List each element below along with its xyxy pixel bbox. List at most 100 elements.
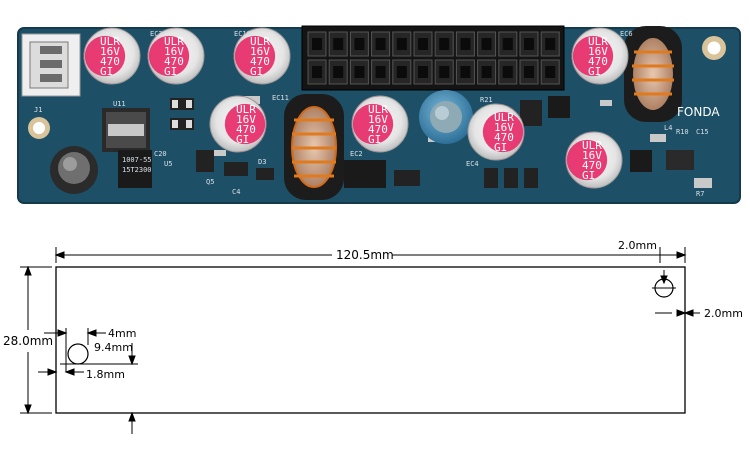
smd-components: C4 D3 Q5 R21 R10 C15 R7 xyxy=(170,96,712,198)
inductor-left xyxy=(284,94,344,200)
dim-hole-left: 1.8mm xyxy=(86,368,125,381)
capacitor-marking: GI xyxy=(100,65,113,78)
atx-pin-socket xyxy=(333,38,344,50)
board-outline xyxy=(55,266,686,414)
atx-pin-socket xyxy=(312,38,322,50)
label-ec3: EC3 xyxy=(150,30,163,38)
brand-text: FONDA xyxy=(677,105,720,119)
mounting-hole-right xyxy=(702,36,726,60)
left-hole xyxy=(67,343,89,365)
capacitor-marking: ULR xyxy=(250,35,270,48)
capacitor-marking: 16V xyxy=(582,149,602,162)
label-ec4: EC4 xyxy=(466,160,479,168)
label-r7: R7 xyxy=(696,190,704,198)
dim-hole-x: 4mm xyxy=(108,327,136,340)
dim-height: 28.0mm xyxy=(3,334,53,348)
dimension-drawing xyxy=(20,247,700,434)
label-r21: R21 xyxy=(480,96,493,104)
capacitor-marking: 470 xyxy=(164,55,184,68)
capacitor-marking: 16V xyxy=(100,45,120,58)
capacitor-marking: ULR xyxy=(588,35,608,48)
atx-pin-socket xyxy=(502,66,513,78)
dim-right-edge-side: 2.0mm xyxy=(704,307,743,320)
capacitor-marking: GI xyxy=(250,65,263,78)
atx-pin-socket xyxy=(375,38,386,50)
capacitor-marking: 470 xyxy=(368,123,388,136)
atx-pin-socket xyxy=(439,38,450,50)
capacitor-marking: GI xyxy=(368,133,381,146)
label-d3: D3 xyxy=(258,158,266,166)
label-ec11: EC11 xyxy=(272,94,289,102)
capacitor-marking: GI xyxy=(588,65,601,78)
capacitor-marking: GI xyxy=(164,65,177,78)
mounting-hole-left xyxy=(28,117,50,139)
label-r10: R10 xyxy=(676,128,689,136)
capacitor-marking: GI xyxy=(494,141,507,154)
label-c15: C15 xyxy=(696,128,709,136)
capacitor-marking: GI xyxy=(236,133,249,146)
dim-hole-y: 9.4mm xyxy=(94,341,133,354)
atx-pin-socket xyxy=(333,66,344,78)
label-ec1: EC1 xyxy=(100,30,113,38)
capacitor-marking: GI xyxy=(582,169,595,182)
atx-pin-socket xyxy=(524,66,534,78)
capacitor-marking: 16V xyxy=(494,121,514,134)
atx-pin-socket xyxy=(354,66,365,78)
blue-capacitor xyxy=(419,90,473,144)
atx-pin-socket xyxy=(481,66,492,78)
atx-pin-socket xyxy=(439,66,450,78)
capacitor-marking: ULR xyxy=(494,111,514,124)
atx-pin-socket xyxy=(396,66,407,78)
label-ec10: EC10 xyxy=(234,30,251,38)
label-q5: Q5 xyxy=(206,178,214,186)
atx-pin-socket xyxy=(354,38,365,50)
inductor-right: L4 xyxy=(624,26,682,132)
regulator-u11: U11 1007-55 15T2300 C20 U5 xyxy=(102,100,172,188)
pcb-board: J1 U11 1007-55 15T2300 C20 U5 xyxy=(17,25,741,204)
capacitor-marking: ULR xyxy=(582,139,602,152)
chip-u11-text-a: 1007-55 xyxy=(122,156,152,164)
label-l4: L4 xyxy=(664,124,672,132)
capacitor-marking: 470 xyxy=(236,123,256,136)
label-c20: C20 xyxy=(154,150,167,158)
atx-pin-socket xyxy=(460,38,471,50)
atx-pin-socket xyxy=(524,38,534,50)
atx-24pin-connector xyxy=(301,25,565,91)
atx-pin-socket xyxy=(418,66,428,78)
capacitor-marking: 470 xyxy=(494,131,514,144)
capacitor-marking: ULR xyxy=(236,103,256,116)
capacitor-marking: 470 xyxy=(250,55,270,68)
black-cylinder-part xyxy=(50,146,98,194)
capacitor-marking: 470 xyxy=(100,55,120,68)
capacitor-marking: ULR xyxy=(100,35,120,48)
capacitor-marking: 470 xyxy=(588,55,608,68)
atx-pin-socket xyxy=(312,66,322,78)
atx-pin-socket xyxy=(375,66,386,78)
capacitor-marking: 470 xyxy=(582,159,602,172)
atx-pin-socket xyxy=(545,38,556,50)
atx-pin-socket xyxy=(418,38,428,50)
label-ec2: EC2 xyxy=(350,150,363,158)
label-u5: U5 xyxy=(164,160,172,168)
connector-label: J1 xyxy=(34,106,42,114)
chip-u11-text-b: 15T2300 xyxy=(122,166,152,174)
label-c4: C4 xyxy=(232,188,240,196)
atx-pin-socket xyxy=(545,66,556,78)
atx-pin-socket xyxy=(502,38,513,50)
capacitor-marking: 16V xyxy=(250,45,270,58)
capacitor-marking: 16V xyxy=(588,45,608,58)
label-u11: U11 xyxy=(113,100,126,108)
capacitor-marking: 16V xyxy=(236,113,256,126)
capacitor-marking: ULR xyxy=(368,103,388,116)
capacitor-marking: 16V xyxy=(368,113,388,126)
